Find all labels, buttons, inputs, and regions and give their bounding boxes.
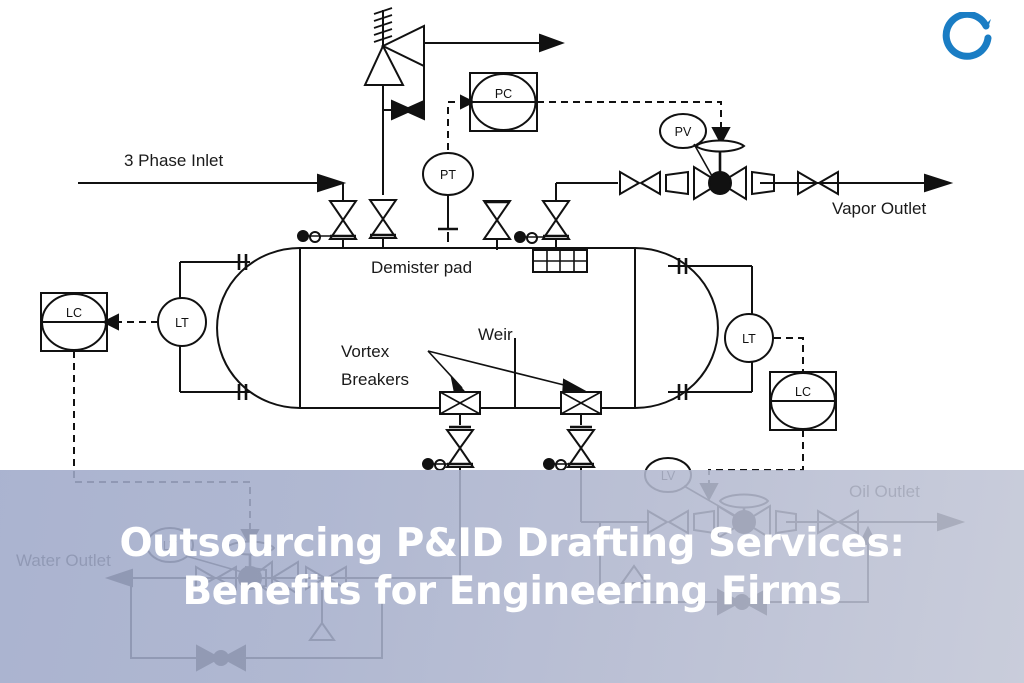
inlet-gate-valve <box>297 200 358 248</box>
instrument-tag-pt: PT <box>440 168 456 182</box>
label-3-phase-inlet: 3 Phase Inlet <box>124 151 224 170</box>
instrument-pt: PT <box>422 152 474 242</box>
vortex-leader-lines <box>427 350 589 400</box>
vortex-breaker-oil <box>439 391 481 415</box>
instrument-lc-left: LC <box>40 292 158 352</box>
vapor-control-valve <box>693 139 747 201</box>
instrument-lt-right: LT <box>724 313 774 363</box>
vapor-gate-valve-downstream <box>774 170 839 196</box>
instrument-pv: PV <box>659 113 713 177</box>
instrument-lt-left: LT <box>157 297 207 347</box>
vapor-reducer-upstream <box>665 170 689 196</box>
spare-nozzle-valve <box>482 200 512 250</box>
instrument-tag-lt-left: LT <box>175 316 189 330</box>
vapor-reducer-downstream <box>751 170 775 196</box>
demister-pad <box>532 249 588 273</box>
vortex-breaker-water <box>560 391 602 415</box>
circular-ring-logo <box>942 12 992 60</box>
instrument-tag-pc: PC <box>495 87 512 101</box>
instrument-tag-lc-right: LC <box>795 385 811 399</box>
banner-title: Outsourcing P&ID Drafting Services: Bene… <box>119 521 905 614</box>
title-banner-overlay <box>0 470 1024 683</box>
label-weir: Weir <box>478 325 513 344</box>
inlet-line <box>78 173 347 200</box>
label-demister-pad: Demister pad <box>371 258 472 277</box>
vapor-gate-valve-upstream <box>619 170 661 196</box>
vapor-nozzle-valve <box>514 183 571 249</box>
separator-vessel <box>216 247 719 409</box>
instrument-tag-pv: PV <box>675 125 692 139</box>
label-vortex-line1: Vortex <box>341 342 390 361</box>
instrument-tag-lc-left: LC <box>66 306 82 320</box>
label-vortex-line2: Breakers <box>341 370 409 389</box>
level-bridle-left <box>179 254 250 400</box>
relief-isolation-valve <box>383 99 425 121</box>
relief-nozzle-valve <box>368 199 398 248</box>
instrument-pc: PC <box>460 72 538 132</box>
level-bridle-right <box>668 258 753 400</box>
pt-to-pc-signal <box>447 101 463 150</box>
instrument-lc-right: LC <box>769 337 837 431</box>
instrument-tag-lt-right: LT <box>742 332 756 346</box>
label-vapor-outlet: Vapor Outlet <box>832 199 926 218</box>
pc-to-pv-signal <box>537 101 731 146</box>
